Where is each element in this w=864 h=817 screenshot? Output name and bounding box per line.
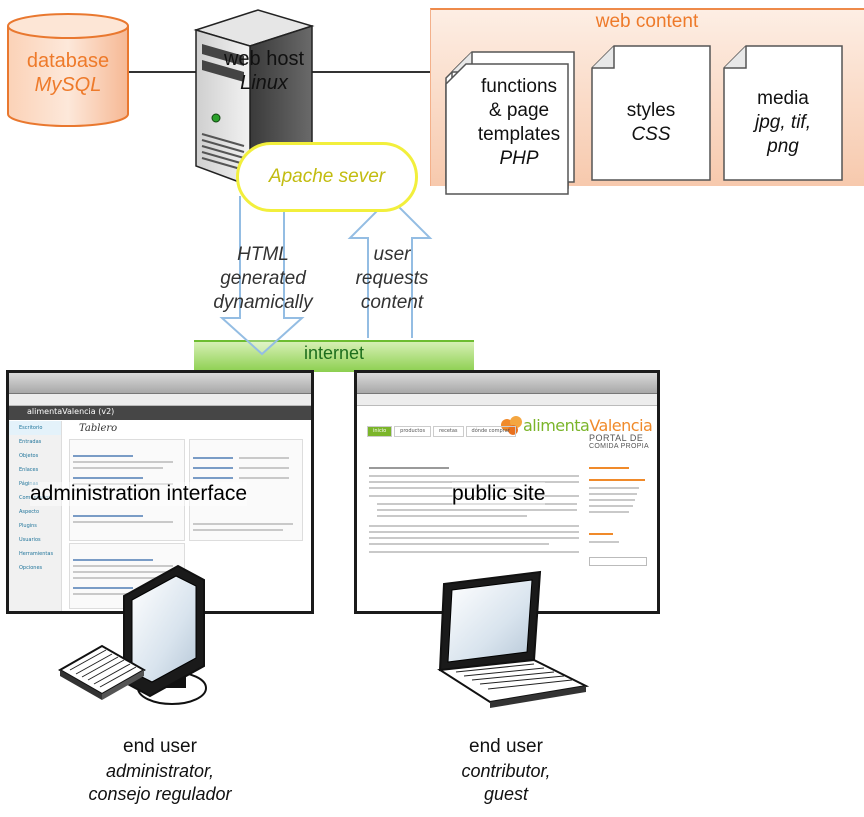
css-document: [591, 45, 711, 181]
php-documents-stack: [445, 51, 575, 195]
internet-label: internet: [303, 343, 365, 363]
admin-sidebar-item[interactable]: Usuarios: [19, 537, 41, 543]
public-user-line1: contributor,: [461, 761, 551, 781]
functions-line3: templates: [477, 124, 561, 145]
user-requests-line3: content: [360, 292, 424, 313]
html-generated-line2: generated: [220, 268, 306, 289]
database-cylinder: [7, 13, 129, 127]
public-site-screenshot: alimentaValencia PORTAL DE COMIDA PROPIA…: [354, 370, 660, 614]
admin-sidebar-item[interactable]: Opciones: [19, 565, 43, 571]
media-sub1: jpg, tif,: [755, 112, 811, 133]
public-tab[interactable]: recetas: [433, 426, 464, 437]
admin-sidebar-item[interactable]: Páginas: [19, 481, 39, 487]
admin-sidebar-item[interactable]: Aspecto: [19, 509, 40, 515]
public-user-title: end user: [469, 736, 543, 757]
admin-heading: Tablero: [79, 423, 118, 434]
public-browser-toolbar: [357, 373, 657, 394]
media-title: media: [757, 88, 809, 109]
public-tab[interactable]: inicio: [367, 426, 393, 437]
brand-portal: PORTAL DE: [589, 433, 644, 443]
admin-sidebar-item[interactable]: Entradas: [19, 439, 42, 445]
admin-user-line2: consejo regulador: [88, 784, 232, 804]
public-bookmarks-bar: [357, 394, 657, 406]
web-host-title: web host: [223, 48, 305, 70]
admin-site-title: alimentaValencia (v2): [27, 407, 115, 416]
functions-sub: PHP: [499, 148, 539, 169]
internet-bar: [194, 340, 474, 372]
public-search-box: [589, 557, 647, 566]
admin-browser-toolbar: [9, 373, 311, 394]
database-subtitle: MySQL: [34, 74, 102, 96]
web-host-subtitle: Linux: [240, 72, 288, 94]
user-requests-line2: requests: [355, 268, 429, 289]
styles-sub: CSS: [631, 124, 671, 145]
admin-header-bar: alimentaValencia (v2): [9, 406, 311, 420]
admin-sidebar-item[interactable]: Escritorio: [9, 421, 61, 435]
admin-sidebar-item[interactable]: Enlaces: [19, 467, 39, 473]
media-sub2: png: [767, 136, 799, 157]
styles-title: styles: [626, 100, 676, 121]
public-tab[interactable]: dónde comprar: [465, 426, 516, 437]
laptop-icon: [437, 570, 590, 708]
admin-user-line1: administrator,: [105, 761, 215, 781]
admin-sidebar-item[interactable]: Comentarios: [19, 495, 51, 501]
public-tab[interactable]: productos: [394, 426, 432, 437]
web-content-title: web content: [595, 11, 699, 32]
database-title: database: [26, 50, 110, 72]
brand-alimenta: alimenta: [523, 416, 590, 435]
apache-server-pill: [236, 142, 418, 212]
html-generated-line1: HTML: [237, 244, 289, 265]
admin-interface-label: administration interface: [30, 482, 248, 506]
admin-sidebar-item[interactable]: Herramientas: [19, 551, 54, 557]
media-document: [723, 45, 843, 181]
functions-line2: & page: [488, 100, 550, 121]
admin-sidebar-item[interactable]: Plugins: [19, 523, 37, 529]
apache-label: Apache sever: [268, 166, 386, 187]
public-site-label: public site: [452, 482, 546, 506]
functions-line1: functions: [480, 76, 558, 97]
public-user-line2: guest: [483, 784, 529, 804]
brand-comida: COMIDA PROPIA: [589, 443, 649, 450]
admin-bookmarks-bar: [9, 394, 311, 406]
desktop-computer-icon: [57, 564, 207, 705]
brand-valencia: Valencia: [589, 416, 653, 435]
user-requests-line1: user: [373, 244, 411, 265]
admin-sidebar-item[interactable]: Objetos: [19, 453, 39, 459]
html-generated-line3: dynamically: [213, 292, 313, 313]
admin-user-title: end user: [123, 736, 197, 757]
